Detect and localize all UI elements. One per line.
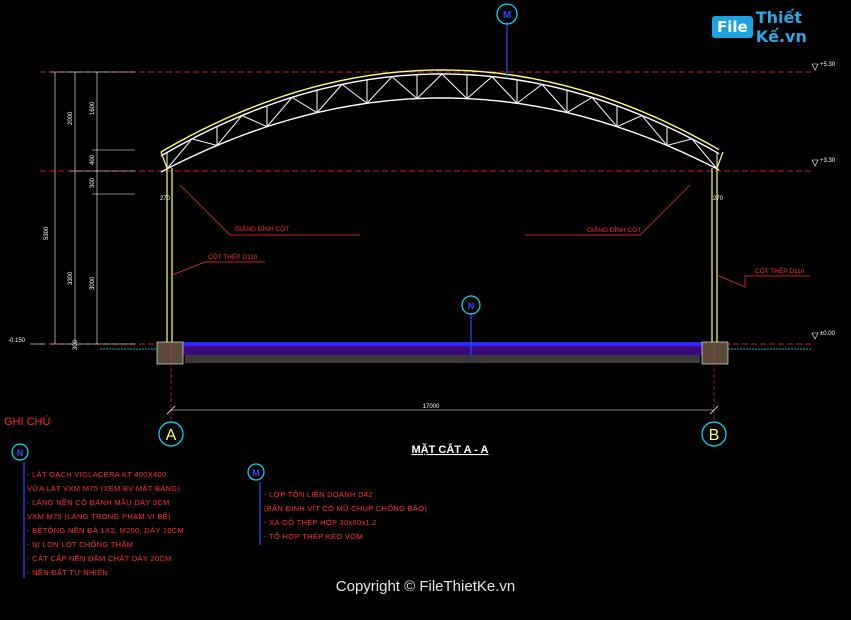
top-chord [160,73,720,157]
label-beam-left: GIẰNG ĐỈNH CỘT [235,224,289,233]
truss-web-diagonal [441,73,468,99]
left-line: - CÁT CẤP NỀN ĐẦM CHẶT DÀY 20CM [27,554,172,563]
leaders [171,184,810,288]
left-line: VXM M75 (LÁNG TRONG PHẠM VI BỂ) [27,512,171,521]
copyright: Copyright © FileThietKe.vn [335,578,516,595]
dim-total: 5300 [44,226,50,240]
truss-web-diagonal [341,83,368,104]
elev-ground: -0.150 [8,338,26,344]
truss-web-diagonal [166,138,193,170]
notes-title: GHI CHÚ [4,416,51,428]
marker-top-label: M [503,10,511,21]
span-dimension: 17000 [423,404,440,410]
truss-web-diagonal [641,115,668,146]
left-line: - LÁNG NỀN CÓ ĐÁNH MẦU DÀY 3CM [27,498,170,507]
left-line: - LÁT GẠCH VIGLACERA KT 400X400 [27,470,167,479]
elevation-tags: +5.30 +3.30 ±0.00 -0.150 [8,62,836,345]
note-marker-right: M [252,468,260,478]
dim-a3: 300 [90,177,96,188]
right-line: - XÀ GỒ THÉP HỘP 30x60x1.2 [264,518,377,527]
left-line: - BÊTÔNG NỀN ĐÁ 1X2, M200, DÀY 10CM [27,526,185,535]
note-markers: N M [11,443,265,578]
dim-b1: 3000 [90,276,96,290]
elev-eave: +3.30 [820,158,836,164]
steel-columns [166,168,718,342]
axis-b: B [709,427,720,444]
truss-web-diagonal [191,138,218,146]
truss-web-diagonal [616,115,643,128]
marker-floor-label: N [468,301,475,311]
truss-web-diagonal [416,73,443,99]
col-dim-left: 270 [160,196,171,202]
dim-lower: 3300 [68,271,74,285]
truss-web-diagonal [391,76,418,99]
dim-upper: 2000 [68,111,74,125]
drawing-title: MẶT CẮT A - A [412,443,489,456]
floor-slab [100,341,812,365]
logo-text: Thiết Kế.vn [755,8,807,46]
site-logo[interactable]: File Thiết Kế.vn [712,8,851,46]
label-col-right: CỘT THÉP D110 [755,266,805,275]
truss-web-diagonal [316,84,343,113]
elev-top: +5.30 [820,62,836,68]
label-beam-right: GIẰNG ĐỈNH CỘT [587,225,641,234]
logo-box: File [712,16,753,38]
dimension-chains-left: 5300 2000 3300 1600 400 300 3000 300 [44,71,135,350]
dim-a1: 1600 [90,101,96,115]
label-col-left: CỘT THÉP D110 [208,252,258,261]
truss-web-diagonal [591,97,618,128]
column-dims: 270 270 [160,196,724,202]
truss-web-diagonal [691,138,718,170]
eave-left [160,151,168,169]
truss-web-diagonal [216,115,243,146]
truss-web-diagonal [266,97,293,128]
truss-web-diagonal [541,84,568,113]
truss-web-diagonal [466,76,493,99]
left-line: - NI LON LÓT CHỐNG THẤM [27,540,134,549]
right-line: (BẮN ĐINH VÍT CÓ MŨ CHỤP CHỐNG BÃO) [264,504,428,513]
elev-floor: ±0.00 [820,331,836,337]
eave-right [716,151,724,169]
axis-a: A [166,427,177,444]
right-line: - LỢP TÔN LIÊN DOANH D42 [264,490,373,499]
note-marker-left: N [17,448,24,458]
arch-truss [160,69,724,173]
left-line: VỮA LÁT VXM M75 (XEM BV MẶT BẰNG) [27,484,181,493]
truss-web-diagonal [366,76,393,104]
section-markers: M N [461,3,518,355]
grid-axes: 17000 A B [158,344,727,447]
right-line: - TỔ HỢP THÉP KÈO VÒM [264,532,363,541]
truss-web-diagonal [666,138,693,146]
truss-web-diagonal [491,76,518,104]
left-line: - NỀN ĐẤT TỰ NHIÊN [27,568,109,577]
dim-b2: 300 [73,339,79,350]
truss-web-diagonal [291,96,318,114]
truss-web-diagonal [516,83,543,104]
leader-labels: GIẰNG ĐỈNH CỘT GIẰNG ĐỈNH CỘT CỘT THÉP D… [208,224,805,275]
truss-web-diagonal [241,115,268,128]
roof-sheet [160,69,720,153]
truss-web-diagonal [566,96,593,114]
dim-a2: 400 [90,154,96,165]
col-dim-right: 270 [713,196,724,202]
bottom-chord [160,97,720,173]
